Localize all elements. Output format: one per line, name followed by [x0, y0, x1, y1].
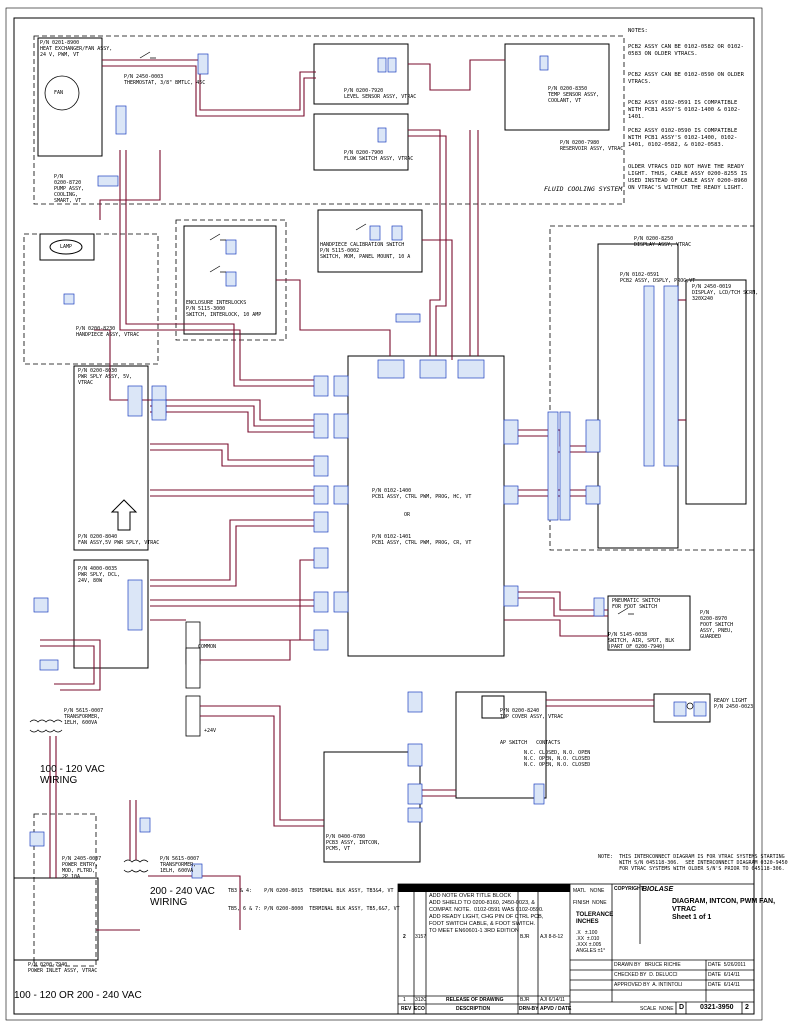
transformer-coils [29, 719, 149, 873]
pcb2-label: P/N 0102-0591 PCB2 ASSY, DSPLY, PROG,VT [620, 272, 696, 284]
note-1: PCB2 ASSY CAN BE 0102-0582 OR 0102-0583 … [628, 44, 744, 57]
ready-light-label: READY LIGHT P/N 2450-0023 [714, 698, 754, 710]
rev-2-description: ADD NOTE OVER TITLE BLOCK ADD SHIELD TO … [429, 893, 544, 934]
drawing-size: D [679, 1004, 685, 1011]
pwr-sply-24v-label: P/N 4000-0035 PWR SPLY, DCL, 24V, 80W [78, 566, 121, 584]
pcb1-a-label: P/N 0102-1400 PCB1 ASSY, CTRL PWM, PROG,… [372, 488, 472, 500]
rev-1-eco: 3120 [415, 997, 427, 1003]
transformer-2-label: P/N 5615-0007 TRANSFORMER, 1ELH, 600VA [160, 856, 200, 874]
power-inlet-label: P/N 0200-7940 POWER INLET ASSY, VTRAC [28, 962, 98, 974]
wiring-100-label: 100 - 120 VAC WIRING [40, 764, 105, 786]
air-switch-label: P/N 5145-0038 SWITCH, AIR, SPDT, BLK (PA… [608, 632, 675, 650]
ap-switch-label: AP SWITCH CONTACTS [500, 740, 561, 746]
pwr-sply-5v-label: P/N 0200-8030 PWR SPLY ASSY, 5V, VTRAC [78, 368, 133, 386]
scale: SCALE NONE [640, 1006, 674, 1012]
company-logo: BIOLASE [642, 886, 674, 893]
rev-1-number: 1 [403, 997, 406, 1003]
revision: 2 [745, 1004, 749, 1011]
rev-1-description: RELEASE OF DRAWING [446, 997, 504, 1003]
pcb1-b-label: P/N 0102-1401 PCB1 ASSY, CTRL PWM, PROG,… [372, 534, 472, 546]
wiring-200-label: 200 - 240 VAC WIRING [150, 886, 215, 908]
lamp-label: LAMP [60, 244, 73, 250]
plus24-label: +24V [204, 728, 217, 734]
part-number: 0321-3950 [700, 1004, 734, 1011]
fan-pwr-label: P/N 0200-8040 FAN ASSY,5V PWR SPLY, VTRA… [78, 534, 160, 546]
checked-date: DATE 6/14/11 [708, 972, 741, 978]
eco-header: ECO [414, 1006, 425, 1012]
wiring-harness [40, 59, 686, 931]
tb-note-2: TB5, 6 & 7: P/N 0200-8000 TERMINAL BLK A… [228, 906, 400, 912]
tolerance-heading: TOLERANCE INCHES [576, 912, 614, 925]
note-2: PCB2 ASSY CAN BE 0102-0590 ON OLDER VTRA… [628, 72, 748, 85]
reservoir-label: P/N 0200-7980 RESERVOIR ASSY, VTRAC [560, 140, 624, 152]
pneumatic-label: PNEUMATIC SWITCH FOR FOOT SWITCH [612, 598, 661, 610]
flow-switch-label: P/N 0200-7900 FLOW SWITCH ASSY, VTRAC [344, 150, 414, 162]
switch-states: N.C. CLOSED, N.O. OPEN N.C. OPEN, N.O. C… [524, 750, 591, 768]
rev-2-drawn-by: BJR [520, 934, 530, 940]
rev-1-approved: AJI 6/14/11 [540, 997, 565, 1003]
component-boxes [13, 37, 747, 961]
notes-heading: NOTES: [628, 28, 648, 34]
rev-2-approved: AJI 8-8-12 [540, 934, 564, 940]
rev-2-eco: 3157 [415, 934, 427, 940]
pcb3-label: P/N 0400-0780 PCB3 ASSY, INTCON, PCM5, V… [326, 834, 381, 852]
calibration-label: HANDPIECE CALIBRATION SWITCH P/N 5115-00… [320, 242, 411, 260]
copyright: COPYRIGHT [614, 886, 644, 892]
rev-1-drawn-by: BJR [520, 997, 530, 1003]
enclosure-label: ENCLOSURE INTERLOCKS P/N 5115-3000 SWITC… [186, 300, 262, 318]
rev-header: REV [401, 1006, 412, 1012]
temp-sensor-label: P/N 0200-8350 TEMP SENSOR ASSY, COOLANT,… [548, 86, 600, 104]
drawing-title: DIAGRAM, INTCON, PWM FAN, VTRAC Sheet 1 … [672, 898, 776, 921]
note-4: PCB2 ASSY 0102-0590 IS COMPATIBLE WITH P… [628, 128, 741, 148]
title-block-grid [397, 883, 755, 1015]
rev-2-number: 2 [403, 934, 406, 940]
bottom-note: NOTE: THIS INTERCONNECT DIAGRAM IS FOR V… [598, 854, 788, 872]
display-assy-label: P/N 0200-8250 DISPLAY ASSY, VTRAC [634, 236, 692, 248]
pcb1-or-label: OR [404, 512, 411, 518]
approved-by: APPROVED BY A. INTINTOLI [614, 982, 683, 988]
power-entry-label: P/N 2405-0007 POWER ENTRY, MOD, FLTRD, 2… [62, 856, 102, 880]
switch-symbols [139, 51, 694, 710]
heat-exchanger-label: P/N 0201-8900 HEAT EXCHANGER/FAN ASSY, 2… [40, 40, 113, 58]
schematic-sheet [5, 7, 763, 1021]
approved-date: DATE 6/14/11 [708, 982, 741, 988]
drawn-by: DRAWN BY BRUCE RICHIE [614, 962, 681, 968]
pump-label: P/N 0200-8720 PUMP ASSY, COOLING, SMART,… [54, 174, 85, 204]
material: MATL NONE [573, 888, 605, 894]
apvd-header: APVD / DATE [540, 1006, 572, 1012]
checked-by: CHECKED BY D. DELUCCI [614, 972, 678, 978]
note-5: OLDER VTRACS DID NOT HAVE THE READY LIGH… [628, 164, 751, 191]
tb-note-1: TB3 & 4: P/N 0200-8015 TERMINAL BLK ASSY… [228, 888, 394, 894]
foot-switch-label: P/N 0200-8970 FOOT SWITCH ASSY, PNEU, GU… [700, 610, 734, 640]
tolerance-values: .X ±.100 .XX ±.010 .XXX ±.005 ANGLES ±1° [576, 930, 606, 954]
fan-label: FAN [54, 90, 64, 96]
finish: FINISH NONE [573, 900, 607, 906]
common-label: COMMON [198, 644, 217, 650]
fan-symbol [44, 75, 80, 111]
description-header: DESCRIPTION [456, 1006, 491, 1012]
connectors [29, 53, 707, 879]
level-sensor-label: P/N 0200-7920 LEVEL SENSOR ASSY, VTRAC [344, 88, 417, 100]
airflow-arrow-icon [110, 499, 138, 531]
terminal-blocks [185, 621, 201, 737]
fluid-cooling-title: FLUID COOLING SYSTEM [544, 185, 623, 193]
drn-header: DRN-BY [519, 1006, 539, 1012]
lcd-label: P/N 2450-0019 DISPLAY, LCD/TCH SCRN, 320… [692, 284, 759, 302]
handpiece-label: P/N 0200-8230 HANDPIECE ASSY, VTRAC [76, 326, 140, 338]
note-3: PCB2 ASSY 0102-0591 IS COMPATIBLE WITH P… [628, 100, 741, 120]
drawn-date: DATE 5/26/2011 [708, 962, 746, 968]
bottom-voltage-label: 100 - 120 OR 200 - 240 VAC [14, 990, 142, 1001]
top-cover-label: P/N 0200-8240 TOP COVER ASSY, VTRAC [500, 708, 564, 720]
transformer-1-label: P/N 5615-0007 TRANSFORMER, 1ELH, 600VA [64, 708, 104, 726]
thermostat-label: P/N 2450-0003 THERMOSTAT, 3/8" BMTLC, 45… [124, 74, 206, 86]
